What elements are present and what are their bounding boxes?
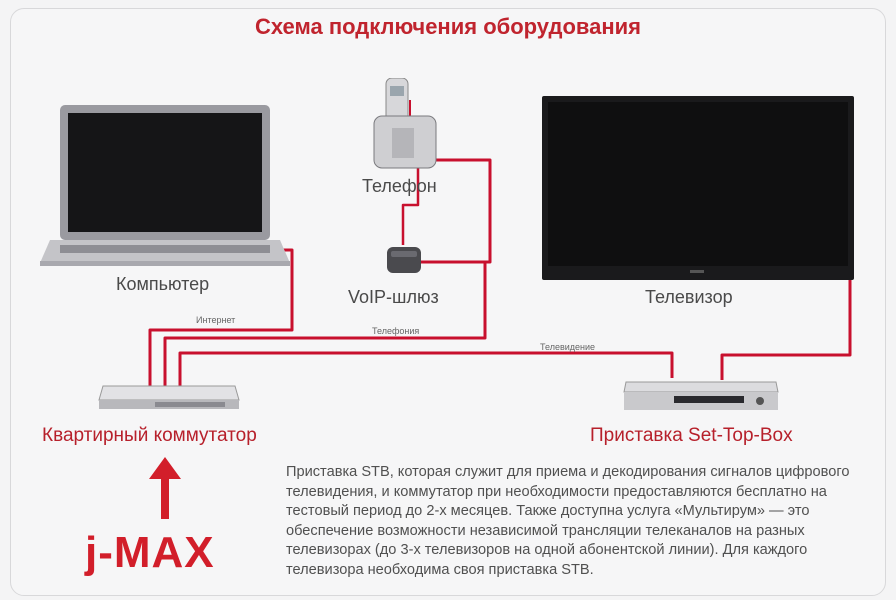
internet-cable-label: Интернет xyxy=(196,315,236,325)
voip-gateway-icon xyxy=(387,247,421,273)
tv-label: Телевизор xyxy=(645,287,733,307)
diagram-title: Схема подключения оборудования xyxy=(254,14,642,39)
apartment-switch-label: Квартирный коммутатор xyxy=(42,425,257,446)
wire-television xyxy=(178,351,674,388)
brand-logo: j-MAX xyxy=(85,528,215,577)
wire-voip-phone-drop xyxy=(401,162,420,245)
television-cable-label: Телевидение xyxy=(540,342,596,352)
apartment-switch-icon xyxy=(98,385,240,409)
set-top-box-icon xyxy=(623,381,779,410)
phone-icon xyxy=(373,78,437,169)
set-top-box-label: Приставка Set-Top-Box xyxy=(590,425,793,446)
wire-telephony xyxy=(163,260,487,388)
telephony-cable-label: Телефония xyxy=(372,326,420,336)
laptop-icon xyxy=(40,105,290,266)
voip-label: VoIP-шлюз xyxy=(348,287,439,307)
phone-label: Телефон xyxy=(362,176,437,196)
computer-label: Компьютер xyxy=(116,274,210,294)
wire-stb-tv xyxy=(720,250,852,380)
tv-icon xyxy=(542,96,854,280)
description-text: Приставка STB, которая служит для приема… xyxy=(286,464,850,578)
up-arrow-icon xyxy=(149,457,181,519)
